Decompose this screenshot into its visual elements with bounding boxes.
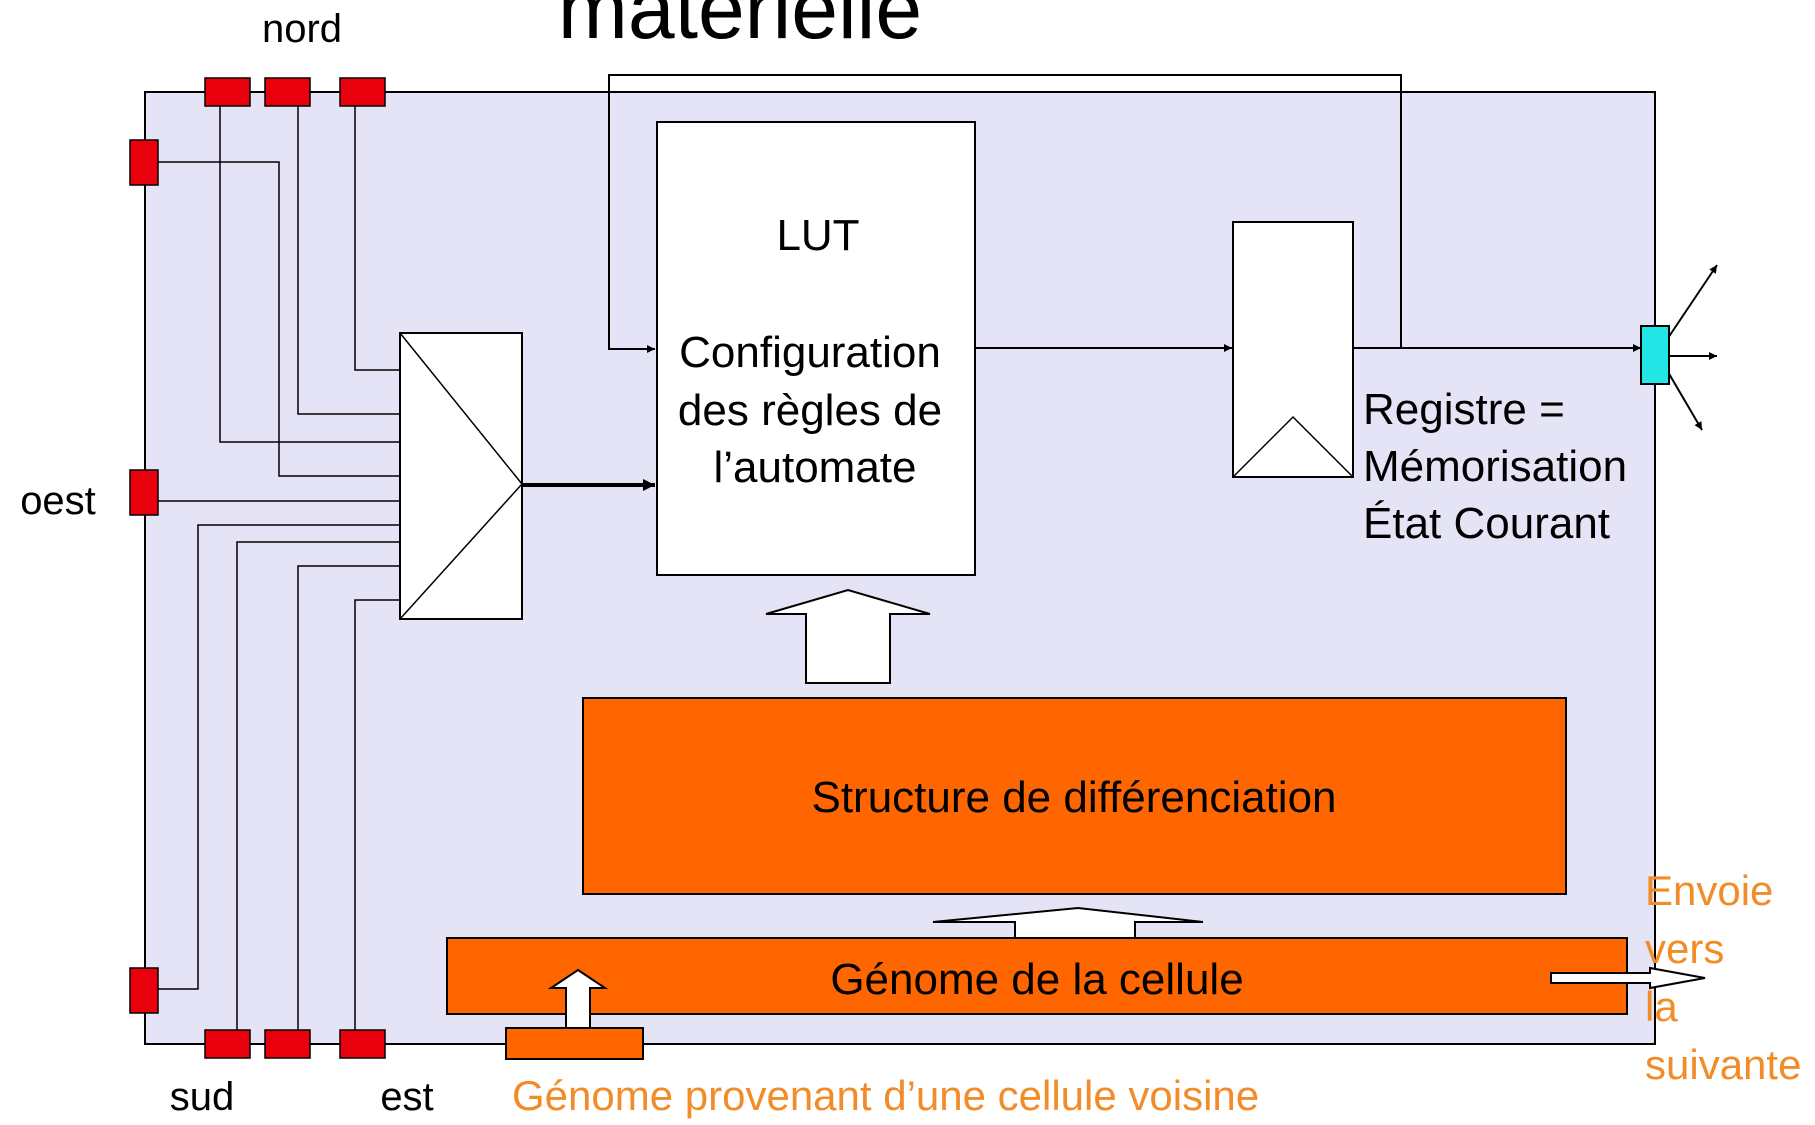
lut-config-line-1: Configuration	[679, 328, 941, 377]
register-label-line-2: Mémorisation	[1363, 442, 1627, 491]
genome-up-arrow	[932, 906, 1204, 939]
label-sud: sud	[170, 1075, 235, 1119]
ports-south	[204, 1029, 386, 1059]
genome-label: Génome de la cellule	[830, 955, 1243, 1004]
lut-config-line-3: l’automate	[713, 443, 916, 492]
output-port	[1640, 325, 1670, 385]
neighbor-genome-label: Génome provenant d’une cellule voisine	[512, 1072, 1259, 1119]
register-label-line-3: État Courant	[1363, 499, 1610, 548]
multiplexer	[399, 332, 523, 620]
feedback-wire	[608, 74, 1402, 353]
lut-title: LUT	[776, 211, 859, 260]
send-next-line-2: vers	[1645, 925, 1724, 972]
register-box	[1232, 221, 1354, 478]
label-oest: oest	[20, 479, 96, 523]
differentiation-label: Structure de différenciation	[811, 773, 1336, 822]
send-next-line-1: Envoie	[1645, 867, 1773, 914]
config-up-arrow-clean	[765, 588, 931, 684]
label-est: est	[380, 1075, 433, 1119]
lut-box	[656, 121, 976, 576]
lut-config-line-2: des règles de	[678, 386, 942, 435]
send-next-line-3: la	[1645, 983, 1678, 1030]
register-label-line-1: Registre =	[1363, 385, 1565, 434]
ports-west	[129, 139, 159, 1014]
neighbor-genome-up-arrow	[547, 968, 609, 1029]
output-fanout-arrows	[1667, 264, 1718, 431]
neighbor-genome-block	[505, 1027, 644, 1060]
input-wires	[145, 92, 400, 1030]
label-nord: nord	[262, 7, 342, 51]
differentiation-structure	[582, 697, 1567, 895]
genome-bar	[446, 937, 1628, 1015]
ports-north	[204, 77, 386, 107]
send-next-arrow	[1550, 966, 1706, 990]
send-next-line-4: suivante	[1645, 1041, 1801, 1088]
title-fragment: matérielle	[558, 0, 922, 56]
